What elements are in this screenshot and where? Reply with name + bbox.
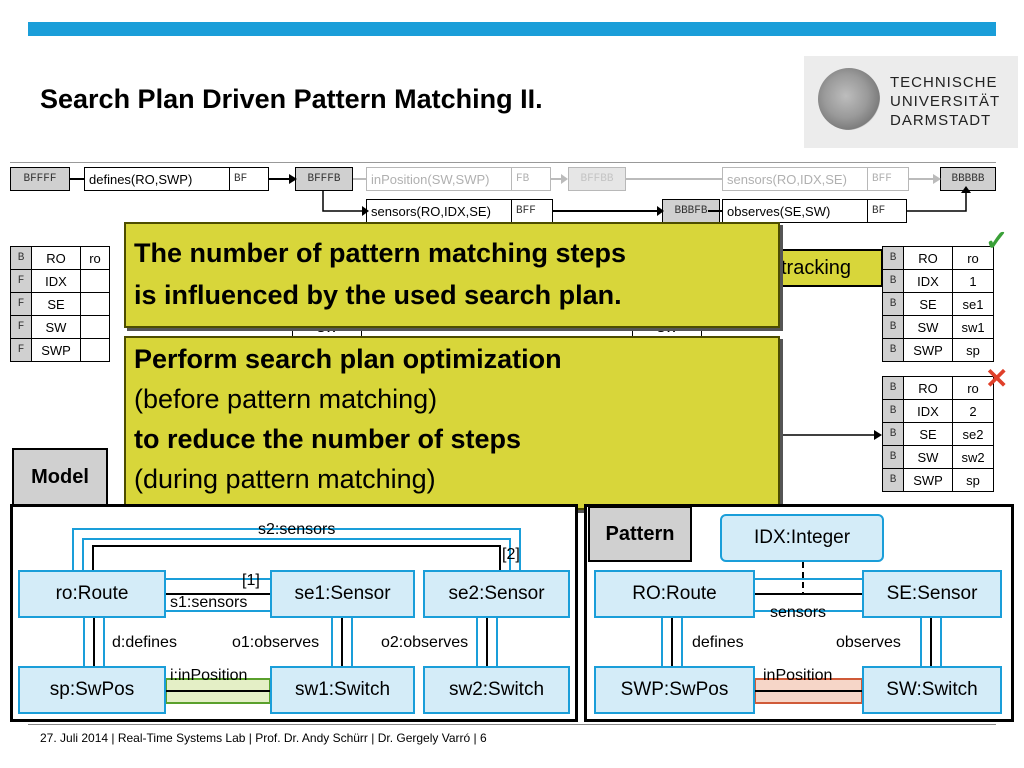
edge-label-o2: o2:observes (381, 634, 469, 651)
model-node-sw2[interactable]: sw2:Switch (423, 666, 570, 714)
callout-line: to reduce the number of steps (134, 424, 522, 454)
plan-connector (70, 178, 84, 180)
plan-state: BFFFF (10, 167, 70, 191)
model-node-se1[interactable]: se1:Sensor (270, 570, 415, 618)
plan-operation-flags: BFF (867, 167, 909, 191)
footer-text: 27. Juli 2014 | Real-Time Systems Lab | … (40, 731, 487, 745)
accent-bar (28, 22, 996, 36)
edge-label-index-1: [1] (242, 572, 260, 589)
callout-line: (before pattern matching) (134, 384, 438, 414)
callout-line: is influenced by the used search plan. (134, 280, 622, 310)
plan-connector (909, 178, 933, 180)
plan-operation-label: defines(RO,SWP) (84, 167, 230, 191)
plan-connector (626, 178, 722, 180)
edge-label-o1: o1:observes (232, 634, 320, 651)
model-tab: Model (12, 448, 108, 506)
plan-connector (353, 178, 367, 180)
callout-line: Perform search plan optimization (134, 344, 562, 374)
plan-operation-flags: FB (511, 167, 551, 191)
plan-connector (269, 178, 289, 180)
model-node-sp[interactable]: sp:SwPos (18, 666, 166, 714)
pattern-node-se[interactable]: SE:Sensor (862, 570, 1002, 618)
edge-label-d: d:defines (112, 634, 177, 651)
plan-connector (553, 210, 657, 212)
plan-operation-label: sensors(RO,IDX,SE) (722, 167, 868, 191)
pattern-node-swp[interactable]: SWP:SwPos (594, 666, 755, 714)
plan-operation-flags: BF (229, 167, 269, 191)
plan-connector (708, 210, 722, 212)
edge-label-index-2: [2] (502, 546, 520, 563)
edge-label-inposition: inPosition (763, 667, 833, 684)
model-node-se2[interactable]: se2:Sensor (423, 570, 570, 618)
model-node-sw1[interactable]: sw1:Switch (270, 666, 415, 714)
plan-operation-label: observes(SE,SW) (722, 199, 868, 223)
plan-operation-label: sensors(RO,IDX,SE) (366, 199, 512, 223)
plan-operation-label: inPosition(SW,SWP) (366, 167, 512, 191)
cross-icon: ✕ (985, 363, 1009, 394)
plan-state: BFFBB (568, 167, 626, 191)
edge-label-s2: s2:sensors (258, 521, 336, 538)
plan-operation-flags: BFF (511, 199, 553, 223)
pattern-node-sw[interactable]: SW:Switch (862, 666, 1002, 714)
callout-search-plan: The number of pattern matching steps is … (124, 222, 780, 328)
pattern-tab: Pattern (588, 506, 692, 562)
callout-optimization: Perform search plan optimization (before… (124, 336, 780, 510)
logo-line-2: UNIVERSITÄT (890, 93, 1001, 110)
pattern-node-ro[interactable]: RO:Route (594, 570, 755, 618)
edge-label-defines: defines (692, 634, 744, 651)
logo-line-3: DARMSTADT (890, 112, 992, 129)
edge-label-s1: s1:sensors (170, 594, 248, 611)
callout-line: (during pattern matching) (134, 464, 436, 494)
checkmark-icon: ✓ (985, 225, 1009, 256)
model-node-ro[interactable]: ro:Route (18, 570, 166, 618)
slide-title: Search Plan Driven Pattern Matching II. (40, 84, 543, 114)
plan-operation-flags: BF (867, 199, 907, 223)
pattern-node-idx[interactable]: IDX:Integer (720, 514, 884, 562)
logo-line-1: TECHNISCHE (890, 74, 998, 91)
backtracking-label: ktracking (765, 249, 883, 287)
edge-label-observes: observes (836, 634, 901, 651)
callout-line: The number of pattern matching steps (134, 238, 627, 268)
plan-state: BBBBB (940, 167, 996, 191)
university-seal-icon (818, 68, 880, 130)
plan-connector (551, 178, 565, 180)
edge-label-sensors: sensors (770, 604, 827, 621)
divider (10, 162, 996, 163)
edge-label-i: i:inPosition (170, 667, 248, 684)
footer-divider (28, 724, 996, 725)
